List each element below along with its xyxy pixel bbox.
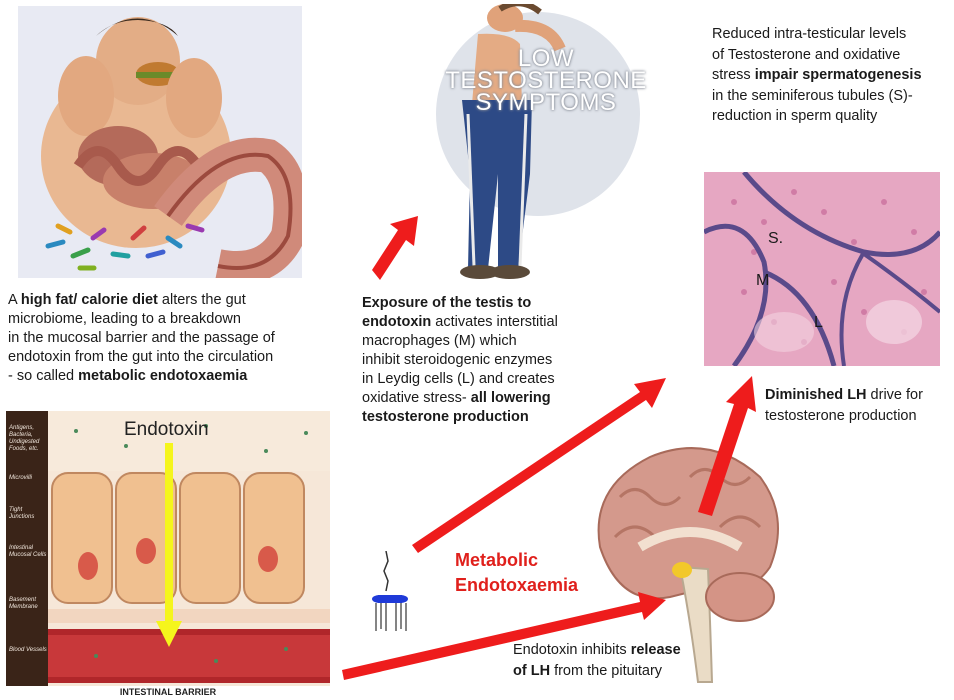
arrow-to-pituitary xyxy=(342,592,666,680)
arrow-to-testis xyxy=(412,378,666,553)
arrow-brain-to-testis xyxy=(698,376,756,516)
arrow-to-low-testosterone xyxy=(372,216,418,280)
